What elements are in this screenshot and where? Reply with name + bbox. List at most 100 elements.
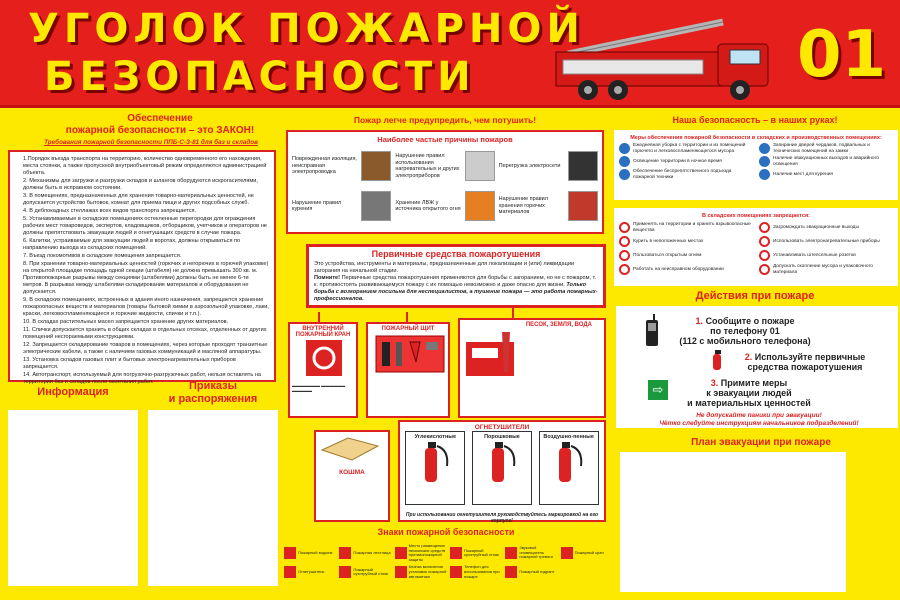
fire-sign-label: Пожарная лестница: [353, 549, 391, 555]
fire-blanket-icon: [320, 437, 380, 461]
arrow: [512, 306, 514, 320]
fire-sign-label: Пожарный гидрант: [519, 568, 555, 574]
sand-panel: ПЕСОК, ЗЕМЛЯ, ВОДА: [458, 318, 606, 418]
prevent-title: Пожар легче предупредить, чем потушить!: [353, 115, 537, 125]
felt-label: КОШМА: [339, 469, 365, 476]
prohibition-icon: [619, 250, 630, 261]
prohibition-icon: [759, 250, 770, 261]
info-board: [8, 410, 138, 586]
law-item: 4. В деблокадных стеллажах всех видов тр…: [23, 208, 197, 214]
extinguisher-type-label: Порошковые: [484, 434, 520, 440]
cause-label: Нарушение правил использования нагревате…: [395, 153, 460, 179]
cause-label: Нарушение правил хранения горючих матери…: [498, 196, 548, 216]
fire-sign-label: Пожарный сухотрубный стояк: [353, 566, 389, 577]
prohibition-icon: [619, 236, 630, 247]
forbid-item: Использовать электронагревательные прибо…: [759, 236, 893, 247]
forbid-item: Устанавливать штепсельные розетки: [759, 250, 893, 261]
phone-icon: [646, 314, 658, 346]
extinguisher-type-label: Углекислотные: [414, 434, 457, 440]
measure-label: Обеспечение беспрепятственного подъезда …: [633, 169, 732, 180]
arrow: [406, 312, 408, 322]
primary-title: Первичные средства пожаротушения: [371, 249, 541, 259]
evac-plan-board: [620, 452, 846, 592]
fire-sign-label: Огнетушитель: [298, 568, 325, 574]
cause-item: Перегрузка электросети: [499, 148, 598, 184]
primary-panel: Первичные средства пожаротушения Это уст…: [306, 244, 606, 308]
causes-grid: Поврежденная изоляция, неисправная элект…: [288, 144, 602, 228]
law-title: Обеспечение пожарной безопасности – это …: [65, 113, 255, 136]
forbid-item: Загромождать эвакуационные выходы: [759, 222, 893, 233]
law-item: 11. Спички допускается хранить в общих с…: [23, 327, 267, 340]
extinguisher-type: Порошковые: [471, 431, 532, 505]
measure-label: Ежедневная уборка с территории и из поме…: [633, 143, 746, 154]
ours-title: Наша безопасность – в наших руках!: [672, 115, 838, 125]
extinguisher-type: Углекислотные: [405, 431, 466, 505]
fire-sign: Пожарный сухотрубный стояк: [339, 565, 392, 579]
sand-box-icon: [466, 332, 514, 376]
forbid-label: Курить в неположенных местах: [633, 238, 704, 244]
forbid-label: Использовать электронагревательные прибо…: [773, 238, 880, 244]
cause-label: Перегрузка электросети: [498, 162, 561, 169]
fire-sign-icon: [505, 566, 518, 579]
measure-icon: [619, 156, 630, 167]
fire-sign: Пожарный гидрант: [505, 565, 558, 579]
law-item: 14. Автотранспорт, используемый для погр…: [23, 372, 262, 385]
law-item: 5. Устанавливаемые в складских помещения…: [23, 216, 267, 236]
title-line1: УГОЛОК ПОЖАРНОЙ: [28, 6, 585, 52]
orders-label: Приказы и распоряжения: [168, 380, 258, 405]
fire-sign: Место размещения нескольких средств прот…: [394, 543, 448, 562]
measure-icon: [759, 169, 770, 180]
fire-sign: Телефон для использования при пожаре: [449, 564, 503, 579]
fire-sign: Кнопка включения установок пожарной авто…: [394, 564, 448, 579]
measure-icon: [619, 143, 630, 154]
fire-sign-icon: [394, 547, 407, 560]
measure-label: Наличие мест для курения: [773, 171, 833, 177]
fire-sign-label: Кнопка включения установок пожарной авто…: [408, 564, 447, 579]
action-2: 2. Используйте первичные средства пожаро…: [744, 352, 866, 372]
law-subtitle: Требования пожарной безопасности ППБ-С-З…: [44, 139, 258, 146]
actions-title: Действия при пожаре: [695, 290, 815, 302]
forbid-label: Работать на неисправном оборудовании: [633, 266, 724, 272]
measures-grid: Ежедневная уборка с территории и из поме…: [619, 143, 893, 180]
cause-item: Поврежденная изоляция, неисправная элект…: [292, 148, 392, 184]
cause-icon: [361, 151, 392, 181]
evac-title: План эвакуации при пожаре: [691, 437, 831, 448]
forbid-label: Загромождать эвакуационные выходы: [773, 224, 859, 230]
measure-label: Освещение территории в ночное время: [633, 158, 722, 164]
emergency-exit-icon: ⇨: [648, 380, 668, 400]
header-banner: УГОЛОК ПОЖАРНОЙ БЕЗОПАСНОСТИ 01: [0, 0, 900, 108]
fire-sign-icon: [339, 566, 352, 579]
law-list: 1.Порядок въезда транспорта на территори…: [15, 156, 269, 386]
measure-item: Ежедневная уборка с территории и из поме…: [619, 143, 753, 154]
fire-sign: Пожарный сухотрубный стояк: [449, 544, 503, 562]
actions-panel: 1. Сообщите о пожаре по телефону 01 (112…: [616, 306, 898, 428]
fire-sign: Огнетушитель: [284, 565, 337, 579]
fire-sign-icon: [560, 547, 573, 560]
forbid-panel: В складских помещениях запрещается: Прим…: [614, 208, 898, 286]
extinguisher-icon: [713, 350, 721, 370]
law-item: 2. Механизмы для загрузки и разгрузки ск…: [23, 178, 258, 191]
fire-sign: Пожарный кран: [560, 544, 614, 562]
fire-sign-label: Пожарный сухотрубный стояк: [463, 547, 499, 558]
cause-label: Нарушение правил курения: [292, 199, 342, 213]
law-item: 12. Запрещается складирование товаров в …: [23, 342, 268, 355]
primary-note: Помните! Первичные средства пожаротушени…: [314, 275, 598, 302]
cause-icon: [568, 191, 598, 221]
measure-item: Запирание дверей чердаков, подвальных и …: [759, 143, 893, 154]
shield-panel: ПОЖАРНЫЙ ЩИТ: [366, 322, 450, 418]
extinguishers-title: ОГНЕТУШИТЕЛИ: [474, 424, 530, 431]
fire-sign-label: Пожарный кран: [574, 549, 604, 555]
law-item: 6. Калитки, устраиваемые для эвакуации л…: [23, 238, 241, 251]
cause-icon: [568, 151, 598, 181]
fire-sign-label: Телефон для использования при пожаре: [463, 564, 500, 579]
measure-item: Наличие эвакуационных выходов и аварийно…: [759, 156, 893, 167]
action-warnings: Не допускайте паники при эвакуации! Чётк…: [659, 412, 859, 427]
measure-icon: [619, 169, 630, 180]
forbid-item: Допускать скопление мусора и упаковочног…: [759, 264, 893, 275]
prohibition-icon: [759, 236, 770, 247]
forbid-grid: Применять на территории и хранить взрыво…: [619, 222, 893, 275]
info-label: Информация: [37, 386, 109, 398]
law-item: 1.Порядок въезда транспорта на территори…: [23, 156, 267, 176]
law-item: 7. Въезд локомотивов в складские помещен…: [23, 253, 182, 259]
